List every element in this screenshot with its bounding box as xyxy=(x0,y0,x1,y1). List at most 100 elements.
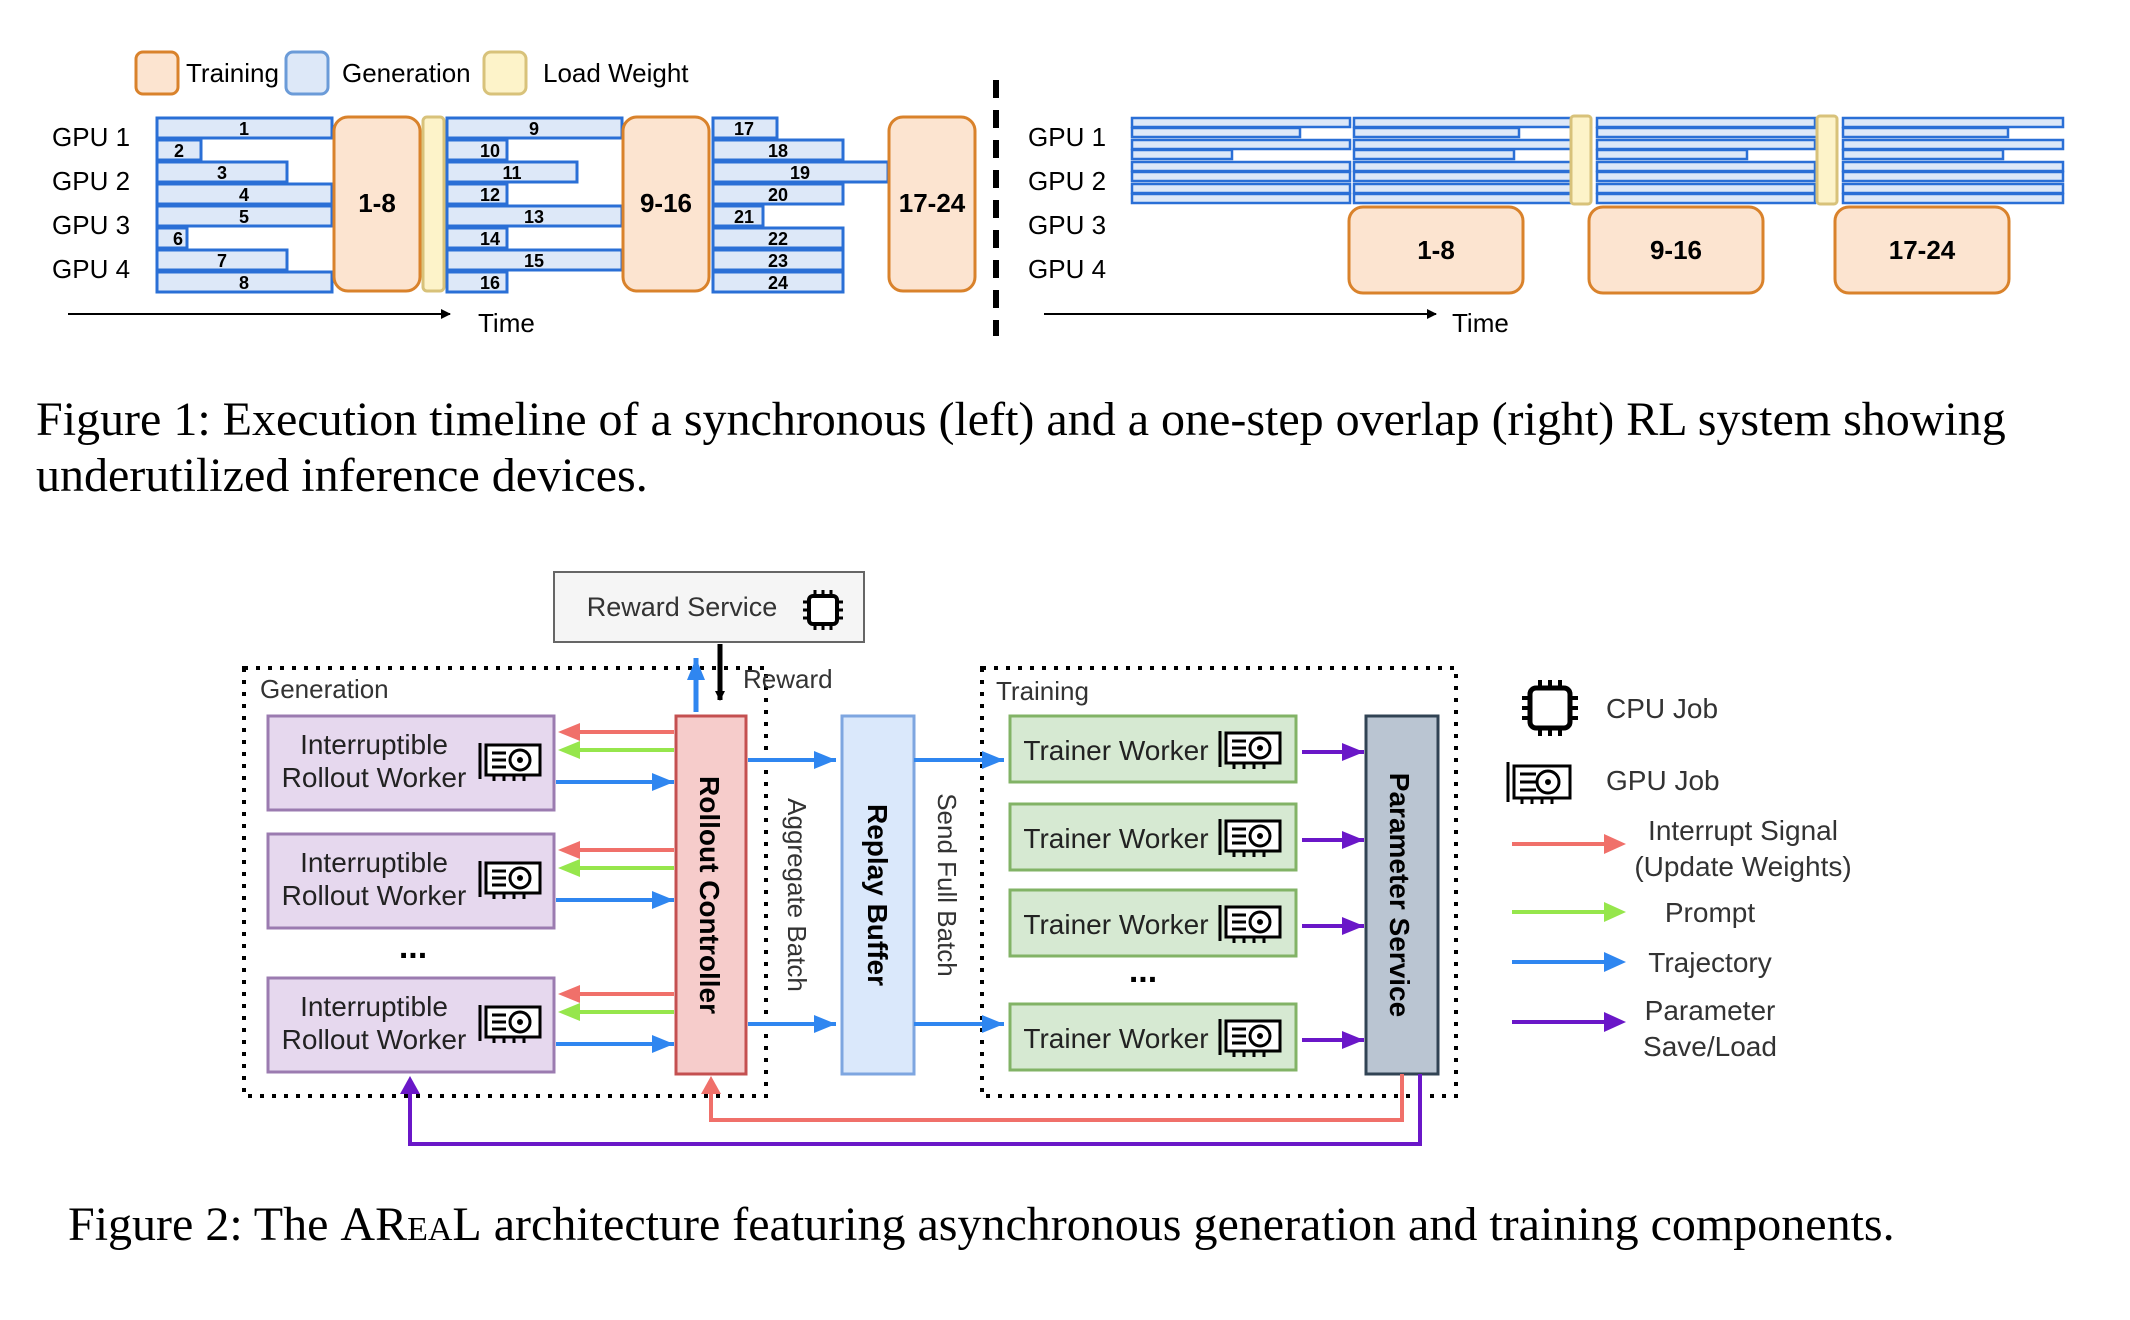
right-gpu2-label: GPU 2 xyxy=(1028,166,1106,196)
left-gpu-labels: GPU 1 GPU 2 GPU 3 GPU 4 xyxy=(52,122,130,284)
figure2-caption-system: AReaL xyxy=(340,1198,482,1251)
legend-generation-swatch xyxy=(284,50,330,96)
right-load-weight-block-2 xyxy=(1815,114,1839,206)
reward-service-label: Reward Service xyxy=(587,592,778,622)
replay-buffer-box xyxy=(840,714,916,1076)
right-gen-bar-3 xyxy=(1130,138,1352,151)
right-training-block-1 xyxy=(1347,205,1525,295)
legend-training-label: Training xyxy=(186,58,279,88)
arrowhead xyxy=(558,859,580,877)
figure2-caption: Figure 2: The AReaL architecture featuri… xyxy=(68,1197,2108,1253)
gen-bar-label-15: 15 xyxy=(524,251,544,271)
legend-parameter-line1: Parameter xyxy=(1645,995,1776,1026)
legend-load-weight-swatch xyxy=(482,50,528,96)
figure2: Reward Service Generation Training Rewar… xyxy=(242,571,1852,1146)
right-gen-bar-18 xyxy=(1595,126,1819,139)
gen-bar-10 xyxy=(445,138,509,162)
gen-bar-12 xyxy=(445,182,509,206)
gen-bar-label-5: 5 xyxy=(239,207,249,227)
figure1-legend: Training Generation Load Weight xyxy=(134,50,689,96)
arrowhead xyxy=(558,841,580,859)
replay-buffer-label: Replay Buffer xyxy=(862,804,893,986)
gen-bar-label-18: 18 xyxy=(768,141,788,161)
right-gpu3-label: GPU 3 xyxy=(1028,210,1106,240)
interrupt-feedback-head xyxy=(701,1076,721,1094)
rollout-ellipsis: ... xyxy=(399,928,427,966)
right-training-block-1-label: 1-8 xyxy=(1417,235,1455,265)
gen-bar-label-20: 20 xyxy=(768,185,788,205)
aggregate-batch-label: Aggregate Batch xyxy=(782,798,812,992)
right-gen-bar-25 xyxy=(1841,116,2065,129)
right-gen-bar-11 xyxy=(1352,138,1574,151)
gen-bar-label-8: 8 xyxy=(239,273,249,293)
right-gen-bar-23 xyxy=(1595,182,1817,195)
training-group xyxy=(980,666,1458,1098)
gen-bar-2 xyxy=(155,138,203,162)
right-gen-bar-12 xyxy=(1352,148,1516,161)
gen-bar-label-9: 9 xyxy=(529,119,539,139)
arrowhead xyxy=(558,723,580,741)
trainer-worker-1-label: Trainer Worker xyxy=(1023,735,1208,766)
figure2-caption-text: architecture featuring asynchronous gene… xyxy=(493,1198,1895,1251)
right-gen-bar-6 xyxy=(1130,170,1352,183)
left-gpu4-label: GPU 4 xyxy=(52,254,130,284)
legend-trajectory-label: Trajectory xyxy=(1648,947,1771,978)
right-gen-bar-4 xyxy=(1130,148,1234,161)
parameter-feedback-line xyxy=(408,1074,1422,1146)
legend-prompt-head xyxy=(1604,902,1626,922)
right-gen-bar-24 xyxy=(1595,192,1817,205)
right-training-block-3-label: 17-24 xyxy=(1889,235,1956,265)
gen-bar-11 xyxy=(445,160,579,184)
legend-load-weight-label: Load Weight xyxy=(543,58,689,88)
rollout-worker-3-line2: Rollout Worker xyxy=(282,1024,467,1055)
figure1-caption-prefix: Figure 1: xyxy=(36,393,211,446)
legend-training-swatch xyxy=(134,50,180,96)
interrupt-feedback-line xyxy=(709,1074,1404,1122)
right-gen-bar-30 xyxy=(1841,170,2065,183)
parameter-service-box xyxy=(1364,714,1440,1076)
gen-bar-label-7: 7 xyxy=(217,251,227,271)
legend-cpu-label: CPU Job xyxy=(1606,693,1718,724)
gen-bar-24 xyxy=(711,270,845,294)
right-gen-bar-1 xyxy=(1130,116,1352,129)
legend-gpu-label: GPU Job xyxy=(1606,765,1720,796)
gen-bar-5 xyxy=(155,204,334,228)
right-training-block-2-label: 9-16 xyxy=(1650,235,1702,265)
right-generation-bars xyxy=(1130,116,2065,205)
send-full-batch-label: Send Full Batch xyxy=(932,793,962,977)
gen-bar-6 xyxy=(155,226,189,250)
trainer-worker-4-label: Trainer Worker xyxy=(1023,1023,1208,1054)
right-gen-bar-8 xyxy=(1130,192,1352,205)
figure2-legend: CPU Job GPU Job Interrupt Signal (Update… xyxy=(1506,680,1852,1062)
gen-bar-label-23: 23 xyxy=(768,251,788,271)
right-gen-bar-21 xyxy=(1595,160,1817,173)
gen-bar-label-16: 16 xyxy=(480,273,500,293)
right-gen-bar-29 xyxy=(1841,160,2065,173)
left-training-block-3-label: 17-24 xyxy=(899,188,966,218)
gen-bar-label-24: 24 xyxy=(768,273,788,293)
gpu-icon xyxy=(478,861,542,899)
parameter-feedback-head xyxy=(400,1076,420,1094)
right-gen-bar-22 xyxy=(1595,170,1817,183)
gen-bar-label-3: 3 xyxy=(217,163,227,183)
arrowhead xyxy=(558,741,580,759)
figure1-caption-text: Execution timeline of a synchronous (lef… xyxy=(36,393,2006,502)
gpu-icon xyxy=(478,743,542,781)
gen-bar-3 xyxy=(155,160,289,184)
gen-bar-label-4: 4 xyxy=(239,185,249,205)
left-training-block-1-label: 1-8 xyxy=(358,188,396,218)
right-gen-bar-32 xyxy=(1841,192,2065,205)
rollout-controller-label: Rollout Controller xyxy=(694,776,725,1014)
left-load-weight-block xyxy=(421,115,446,293)
gpu-icon xyxy=(1218,819,1282,857)
reward-label: Reward xyxy=(743,664,833,694)
cpu-icon xyxy=(803,590,843,630)
right-gen-bar-17 xyxy=(1595,116,1817,129)
generation-group-label: Generation xyxy=(260,674,389,704)
right-gen-bar-13 xyxy=(1352,160,1574,173)
left-training-block-2-label: 9-16 xyxy=(640,188,692,218)
